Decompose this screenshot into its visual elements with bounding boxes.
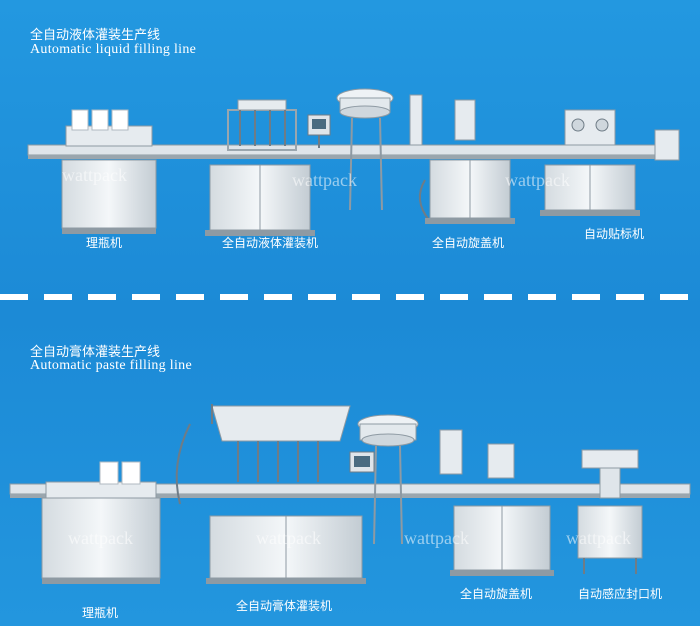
liquid-machine-label-1: 理瓶机	[86, 236, 123, 250]
liquid-machine-label-2: 全自动液体灌装机	[222, 236, 319, 250]
induction-sealing-machine	[577, 449, 643, 574]
liquid-filling-line-illustration	[27, 88, 680, 236]
labeling-machine	[540, 109, 680, 216]
capping-machine	[409, 94, 515, 224]
paste-machine-label-3: 全自动旋盖机	[460, 587, 533, 601]
cap-sorting-bowl	[357, 414, 419, 545]
paste-filling-line-illustration	[9, 404, 691, 584]
watermark-liquid-2: wattpack	[292, 170, 357, 190]
conveyor-rail	[28, 155, 668, 159]
liquid-filling-machine	[205, 99, 315, 236]
paste-line-title-zh: 全自动膏体灌装生产线	[30, 345, 161, 360]
watermark-paste-3: wattpack	[404, 528, 469, 548]
watermark-liquid-3: wattpack	[505, 170, 570, 190]
liquid-machine-label-3: 全自动旋盖机	[432, 236, 505, 250]
paste-line-title-en: Automatic paste filling line	[30, 358, 192, 373]
watermark-liquid-1: wattpack	[62, 165, 127, 185]
liquid-line-title-zh: 全自动液体灌装生产线	[30, 28, 161, 43]
watermark-paste-4: wattpack	[566, 528, 631, 548]
bottle-unscrambler-machine	[41, 461, 161, 584]
control-panel	[307, 114, 331, 148]
control-panel	[349, 451, 375, 473]
paste-machine-label-2: 全自动膏体灌装机	[236, 599, 333, 613]
bottle-unscrambler-machine	[61, 109, 157, 234]
paste-machine-label-4: 自动感应封口机	[578, 587, 663, 601]
paste-machine-label-1: 理瓶机	[82, 606, 119, 620]
section-divider	[0, 294, 700, 300]
liquid-machine-label-4: 自动贴标机	[584, 227, 645, 241]
conveyor-rail	[10, 494, 690, 498]
liquid-line-title-en: Automatic liquid filling line	[30, 42, 197, 57]
capping-machine	[439, 429, 554, 576]
paste-filling-machine	[175, 404, 366, 584]
watermark-paste-2: wattpack	[256, 528, 321, 548]
cap-sorting-bowl	[336, 88, 394, 211]
watermark-paste-1: wattpack	[68, 528, 133, 548]
